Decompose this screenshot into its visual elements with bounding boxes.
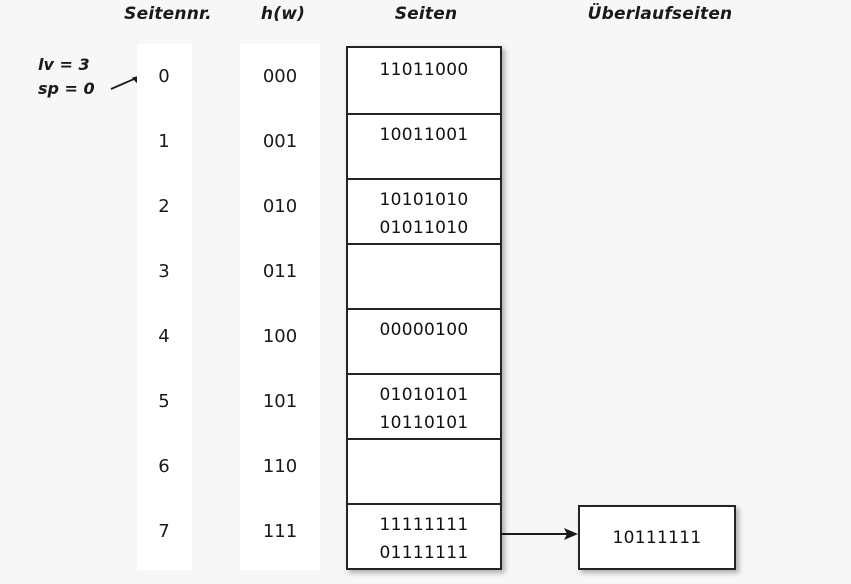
page-divider [348, 113, 500, 115]
page-number-0: 0 [158, 66, 170, 87]
page-number-4: 4 [158, 326, 170, 347]
column-header-hw: h(w) [260, 4, 306, 24]
hash-value-3: 011 [262, 261, 298, 282]
page-divider [348, 503, 500, 505]
record: 10110101 [379, 413, 469, 433]
record: 10101010 [379, 190, 469, 210]
page-number-3: 3 [158, 261, 170, 282]
page-divider [348, 438, 500, 440]
param-lv: lv = 3 [38, 55, 90, 74]
record: 01011010 [379, 218, 469, 238]
record: 01111111 [379, 543, 469, 563]
param-sp: sp = 0 [38, 79, 95, 98]
page-number-1: 1 [158, 131, 170, 152]
hash-value-0: 000 [262, 66, 298, 87]
band-seitennr [137, 44, 192, 570]
overflow-link-arrow-icon [500, 528, 578, 540]
page-divider [348, 243, 500, 245]
page-divider [348, 373, 500, 375]
column-header-ueberlaufseiten: Überlaufseiten [587, 4, 733, 24]
page-number-6: 6 [158, 456, 170, 477]
page-5: 01010101 10110101 [348, 373, 500, 438]
record: 10011001 [379, 125, 469, 145]
pages-stack: 11011000 10011001 10101010 01011010 00000100… [346, 46, 502, 570]
page-divider [348, 308, 500, 310]
page-7: 11111111 01111111 [348, 503, 500, 568]
page-divider [348, 178, 500, 180]
page-number-5: 5 [158, 391, 170, 412]
overflow-page-0: 10111111 [578, 505, 736, 570]
band-hw [240, 44, 320, 570]
hash-value-6: 110 [262, 456, 298, 477]
page-number-7: 7 [158, 521, 170, 542]
hash-value-1: 001 [262, 131, 298, 152]
record: 11111111 [379, 515, 469, 535]
record: 00000100 [379, 320, 469, 340]
page-2: 10101010 01011010 [348, 178, 500, 243]
overflow-record: 10111111 [612, 527, 702, 548]
hash-value-5: 101 [262, 391, 298, 412]
page-number-2: 2 [158, 196, 170, 217]
parameters-annotation: lv = 3 sp = 0 [38, 53, 95, 101]
column-header-seitennr: Seitennr. [124, 4, 212, 24]
hash-value-7: 111 [262, 521, 298, 542]
record: 01010101 [379, 385, 469, 405]
page-1: 10011001 [348, 113, 500, 178]
record: 11011000 [379, 60, 469, 80]
page-0: 11011000 [348, 48, 500, 113]
column-header-seiten: Seiten [394, 4, 458, 24]
page-6 [348, 438, 500, 503]
hash-value-2: 010 [262, 196, 298, 217]
hash-value-4: 100 [262, 326, 298, 347]
page-4: 00000100 [348, 308, 500, 373]
page-3 [348, 243, 500, 308]
